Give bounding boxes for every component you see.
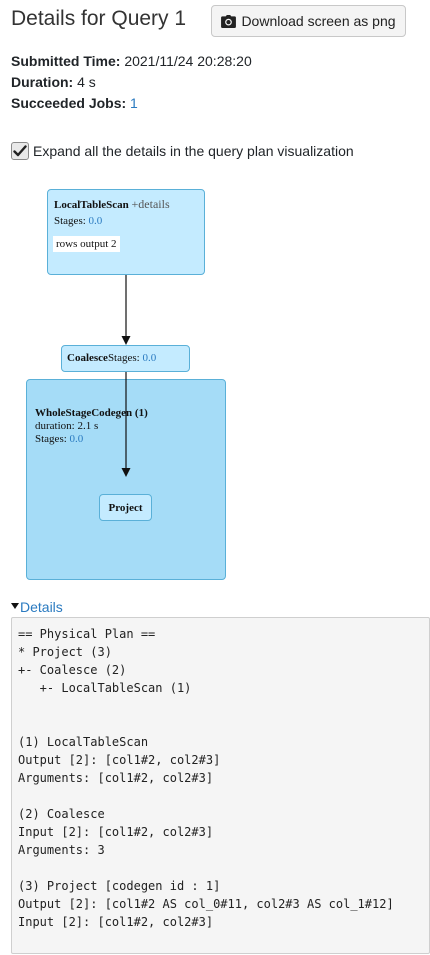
details-toggle[interactable]: Details [11, 599, 63, 615]
duration-value: 4 s [77, 74, 96, 90]
details-toggle-label: Details [20, 599, 63, 615]
succeeded-jobs-link[interactable]: 1 [130, 95, 138, 111]
localtablescan-stages: Stages: 0.0 [54, 215, 103, 227]
succeeded-jobs-label: Succeeded Jobs: [11, 95, 127, 111]
submitted-time-value: 2021/11/24 20:28:20 [124, 53, 252, 69]
localtablescan-node[interactable]: LocalTableScan +details Stages: 0.0 rows… [47, 189, 205, 275]
duration-row: Duration: 4 s [11, 74, 96, 90]
submitted-time-label: Submitted Time: [11, 53, 121, 69]
cluster-title: WholeStageCodegen (1) [35, 407, 148, 419]
physical-plan-box: == Physical Plan == * Project (3) +- Coa… [11, 617, 430, 954]
expand-details-checkbox[interactable] [11, 142, 29, 160]
caret-down-icon [11, 603, 19, 609]
localtablescan-stages-link[interactable]: 0.0 [88, 215, 103, 227]
coalesce-node[interactable]: CoalesceStages: 0.0 [61, 345, 190, 372]
rows-output-metric: rows output 2 [53, 236, 120, 252]
checkmark-icon [13, 145, 27, 157]
project-title: Project [108, 501, 143, 514]
download-png-button[interactable]: Download screen as png [211, 5, 406, 37]
localtablescan-title: LocalTableScan [54, 199, 129, 211]
submitted-time-row: Submitted Time: 2021/11/24 20:28:20 [11, 53, 252, 69]
cluster-duration: duration: 2.1 s [35, 420, 99, 432]
expand-details-label: Expand all the details in the query plan… [33, 143, 354, 159]
cluster-stages: Stages: 0.0 [35, 433, 84, 445]
duration-label: Duration: [11, 74, 74, 90]
arrow-head-icon [121, 336, 131, 345]
download-button-label: Download screen as png [241, 13, 396, 29]
physical-plan-text: == Physical Plan == * Project (3) +- Coa… [18, 627, 394, 929]
expand-details-option: Expand all the details in the query plan… [11, 142, 354, 160]
coalesce-stages-link[interactable]: 0.0 [142, 352, 157, 364]
succeeded-jobs-row: Succeeded Jobs: 1 [11, 95, 138, 111]
cluster-stages-link[interactable]: 0.0 [69, 433, 84, 445]
wholestagecodegen-cluster[interactable]: WholeStageCodegen (1) duration: 2.1 s St… [26, 379, 226, 580]
camera-icon [221, 14, 237, 28]
project-node[interactable]: Project [99, 494, 152, 521]
coalesce-title: Coalesce [67, 352, 108, 364]
page-title: Details for Query 1 [11, 7, 187, 30]
details-toggle-link[interactable]: +details [131, 197, 170, 211]
